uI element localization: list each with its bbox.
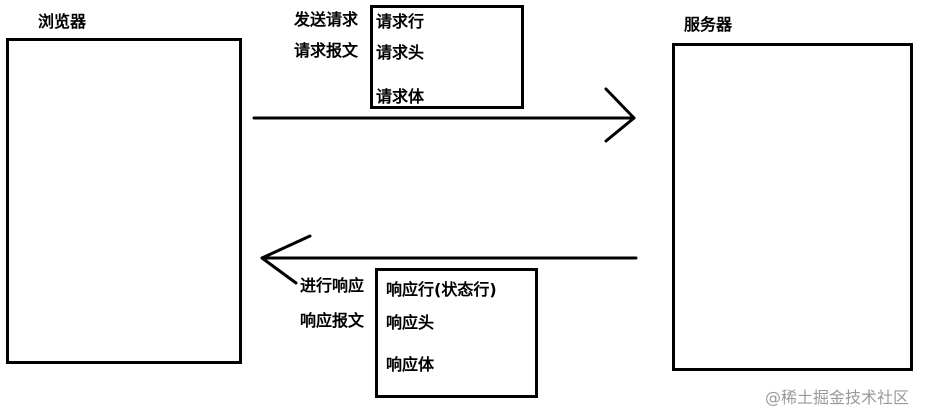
response-arrow	[260, 234, 638, 285]
request-arrow	[252, 87, 636, 143]
browser-box	[6, 38, 242, 364]
request-headers: 请求头	[376, 43, 425, 62]
response-message-box: 响应行(状态行) 响应头 响应体	[375, 268, 538, 398]
response-headers: 响应头	[386, 313, 435, 332]
server-box	[672, 43, 913, 371]
response-side-label-respond: 进行响应	[300, 276, 365, 295]
response-status-line: 响应行(状态行)	[386, 280, 497, 299]
watermark-text: @稀土掘金技术社区	[765, 388, 910, 407]
response-side-label-message: 响应报文	[300, 311, 365, 330]
server-label: 服务器	[684, 15, 733, 34]
request-message-box: 请求行 请求头 请求体	[370, 5, 524, 109]
request-line: 请求行	[376, 12, 425, 31]
request-side-label-send: 发送请求	[294, 10, 359, 29]
response-body: 响应体	[386, 355, 435, 374]
request-body: 请求体	[376, 87, 425, 106]
request-side-label-message: 请求报文	[294, 41, 359, 60]
browser-label: 浏览器	[38, 12, 87, 31]
